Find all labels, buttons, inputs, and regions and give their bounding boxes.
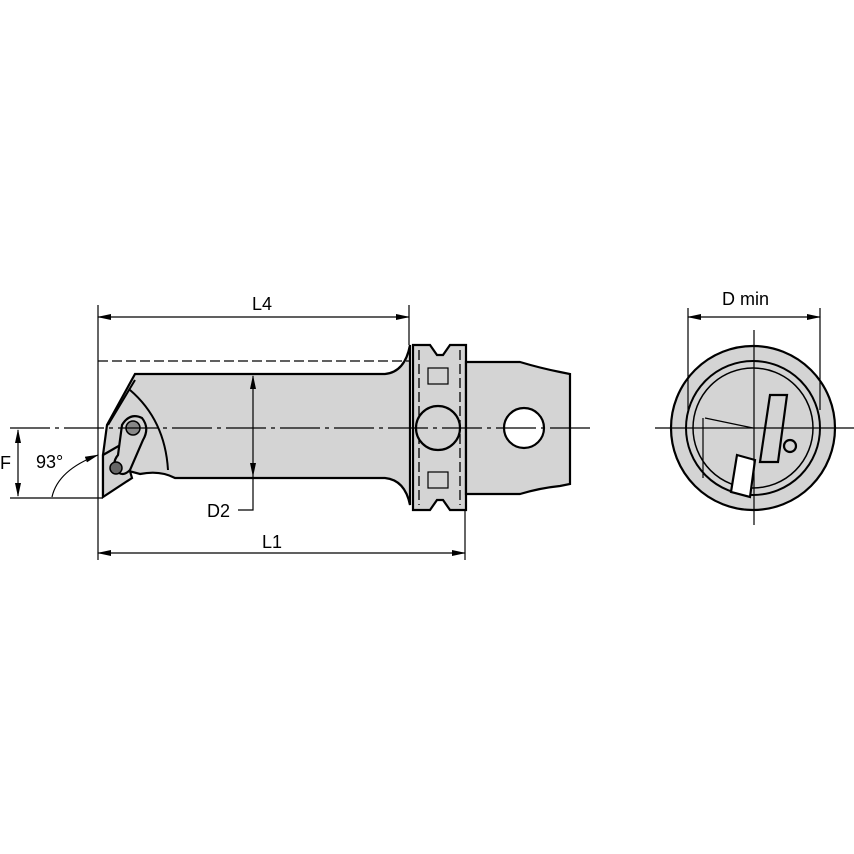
dim-label-l4: L4	[252, 294, 272, 314]
side-view	[10, 343, 590, 512]
dim-label-f: F	[0, 453, 11, 473]
insert-screw	[109, 461, 123, 475]
bar-body	[101, 344, 412, 506]
angle-label: 93°	[36, 452, 63, 472]
dim-label-d-min: D min	[722, 289, 769, 309]
dim-label-l1: L1	[262, 532, 282, 552]
end-view: D min	[655, 289, 854, 525]
dim-label-d2: D2	[207, 501, 230, 521]
dimensions: L4 L1 D2 F 93°	[0, 294, 466, 560]
clamp-face	[107, 379, 169, 471]
